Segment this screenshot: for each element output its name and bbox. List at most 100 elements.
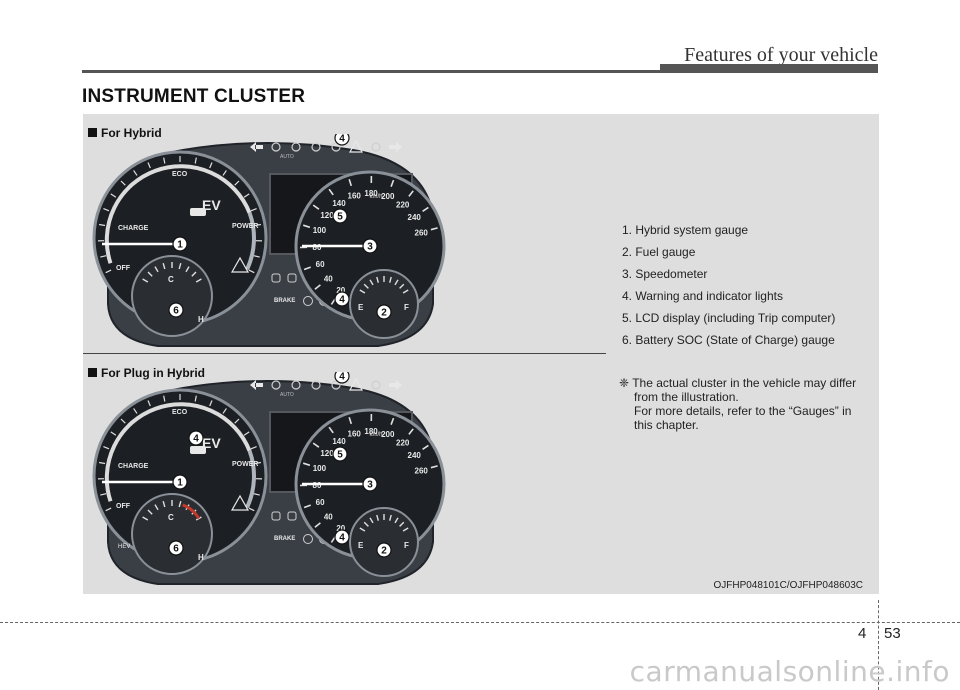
speedometer-tick-label: 20 [336, 286, 345, 295]
speedometer-tick-label: 20 [336, 524, 345, 533]
callout-number: 3 [367, 480, 373, 491]
page-number: 53 [884, 625, 901, 642]
gauge-tick [209, 162, 213, 169]
auto-light-icon [271, 380, 281, 390]
arrow-left-icon [250, 142, 263, 152]
gauge-tick [209, 400, 213, 407]
gauge-tick [248, 507, 255, 512]
gauge-tick [147, 400, 151, 407]
speedometer-major-tick [312, 442, 320, 448]
page-chapter-number: 4 [858, 625, 867, 642]
lane-assist-icon [371, 142, 381, 152]
speedometer-tick-label: 80 [313, 243, 322, 252]
callout-marker [334, 529, 350, 545]
gauge-tick [98, 461, 106, 465]
gauge-tick [120, 418, 126, 424]
note-line: this chapter. [634, 418, 699, 432]
gauge-tick [110, 431, 117, 436]
high-beam-icon [331, 142, 341, 152]
callout-marker [334, 372, 350, 384]
callout-number: 5 [337, 212, 343, 223]
arrow-right-icon [389, 142, 402, 152]
speedometer-major-tick [328, 188, 334, 196]
gauge-tick [120, 180, 126, 186]
gauge-tick [399, 521, 405, 527]
indicator-lamp-icon [303, 534, 313, 544]
note-line: from the illustration. [634, 390, 739, 404]
gauge-tick [402, 527, 409, 532]
gauge-tick [185, 266, 190, 273]
gauge-tick [363, 521, 369, 527]
gauge-tick [162, 501, 166, 508]
header-rule-accent [660, 64, 878, 73]
speedometer-major-tick [302, 224, 311, 229]
gauge-tick [194, 395, 197, 402]
callout-marker [334, 134, 350, 146]
gauge-tick [100, 255, 107, 258]
callout-marker [188, 430, 204, 446]
speedometer-major-tick [390, 417, 395, 425]
speedometer-tick-label: 140 [332, 437, 346, 446]
gauge-tick [254, 223, 262, 227]
gauge-tick [369, 517, 374, 524]
hybrid-gauge-label: OFF [116, 503, 131, 510]
speedometer-tick-label: 140 [332, 199, 346, 208]
gauge-tick [402, 289, 409, 294]
gauge-tick [243, 193, 250, 198]
fuel-empty-label: E [358, 541, 364, 550]
coolant-cold-label: C [168, 275, 174, 284]
fuel-empty-label: E [358, 303, 364, 312]
gauge-tick [222, 408, 227, 414]
speedometer-tick-label: 80 [313, 481, 322, 490]
gauge-tick [195, 278, 202, 283]
auto-light-text: AUTO [280, 154, 294, 160]
gauge-tick [253, 493, 260, 496]
gauge-tick [234, 418, 240, 424]
hybrid-gauge-label: EV [202, 435, 221, 451]
note-symbol: ❈ [619, 376, 630, 390]
speedometer-tick-label: 120 [320, 449, 334, 458]
gauge-tick [142, 278, 149, 283]
variant-label-plug-in-hybrid: For Plug in Hybrid [88, 366, 205, 380]
callout-number: 2 [381, 308, 387, 319]
speedometer-major-tick [430, 465, 438, 469]
speedometer-tick-label: 200 [381, 430, 395, 439]
speedometer-tick-label: 180 [364, 189, 378, 198]
speedometer-major-tick [408, 190, 414, 197]
brake-indicator: BRAKE [274, 536, 295, 542]
speedometer-tick-label: 260 [415, 466, 429, 475]
instrument-cluster-plug-in-hybrid: AUTOBRAKEEPBECOCHARGEPOWEROFFEVHEVCH0204… [88, 372, 448, 592]
legend-item: 3. Speedometer [622, 267, 708, 281]
instrument-cluster-hybrid: AUTOBRAKEEPBECOCHARGEPOWEROFFEVCH0204060… [88, 134, 448, 354]
speed-unit-label: km/h [369, 194, 382, 200]
gauge-tick [147, 509, 153, 515]
callout-marker [172, 236, 188, 252]
speedometer-tick-label: 260 [415, 228, 429, 237]
gauge-tick [105, 269, 112, 274]
speedometer-tick-label: 240 [408, 213, 422, 222]
gauge-tick [103, 208, 110, 212]
indicator-lamp-icon [271, 511, 281, 521]
power-zone-arc [245, 450, 256, 509]
gauge-tick [194, 157, 197, 164]
speedometer-tick-label: 40 [324, 275, 333, 284]
fog-light-icon [311, 142, 321, 152]
high-beam-icon [331, 380, 341, 390]
hybrid-gauge-label: ECO [172, 409, 188, 416]
speedometer-tick-label: 100 [313, 226, 327, 235]
gauge-tick [250, 446, 257, 450]
gauge-tick [369, 279, 374, 286]
warning-triangle-icon [230, 494, 250, 511]
indicator-lamp-icon [287, 511, 297, 521]
gauge-tick [254, 461, 262, 465]
speedometer-major-tick [328, 426, 334, 434]
gauge-tick [178, 501, 182, 508]
callout-marker [376, 542, 392, 558]
gauge-tick [163, 157, 166, 164]
header-rule [82, 70, 878, 73]
speedometer-major-tick [408, 428, 414, 435]
gauge-tick [147, 271, 153, 277]
speedometer-tick-label: 100 [313, 464, 327, 473]
callout-marker [172, 474, 188, 490]
